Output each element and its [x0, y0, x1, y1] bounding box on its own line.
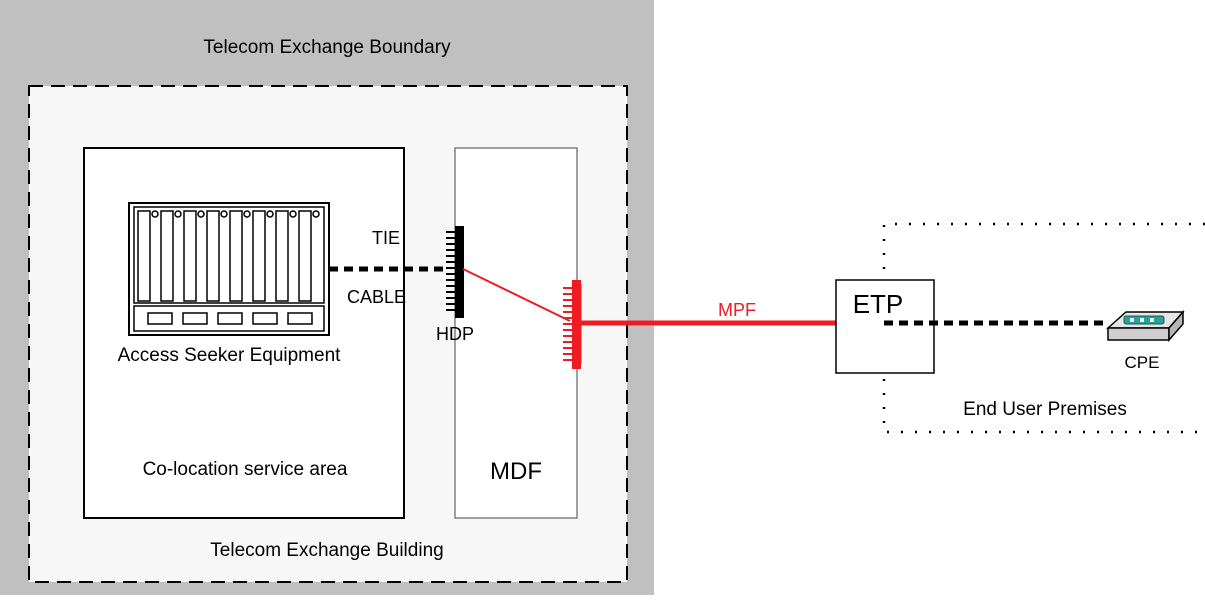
- mdf-frame: [454, 147, 578, 519]
- jumper-wire: [462, 268, 571, 322]
- end-user-premises-label: End User Premises: [963, 399, 1127, 420]
- access-seeker-equipment-icon: [128, 202, 330, 336]
- hdp-label: HDP: [436, 324, 474, 344]
- colocation-area-label: Co-location service area: [143, 459, 348, 480]
- cable-label: CABLE: [347, 287, 406, 307]
- cpe-modem-icon: [1106, 310, 1185, 342]
- exchange-building-label: Telecom Exchange Building: [210, 540, 443, 561]
- cpe-label: CPE: [1125, 353, 1160, 372]
- tie-label: TIE: [372, 228, 400, 248]
- mdf-label: MDF: [490, 458, 542, 485]
- exchange-boundary-label: Telecom Exchange Boundary: [203, 37, 451, 58]
- etp-box: [835, 279, 935, 374]
- access-seeker-equipment-label: Access Seeker Equipment: [118, 345, 342, 366]
- mpf-label: MPF: [718, 300, 756, 320]
- hdp-connector-icon: [446, 226, 464, 318]
- etp-label: ETP: [853, 289, 904, 319]
